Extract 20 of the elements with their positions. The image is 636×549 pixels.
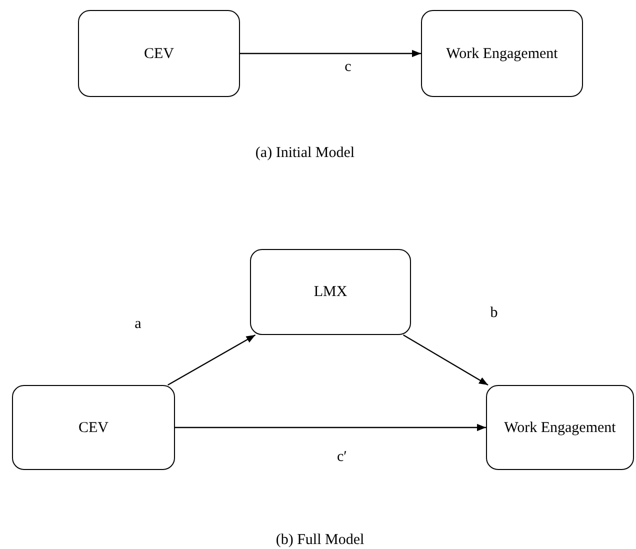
box-label: CEV (144, 44, 174, 64)
process-box (12, 385, 175, 470)
edge-label: c (344, 58, 352, 77)
process-box (250, 249, 411, 335)
edge-label: c′ (337, 448, 347, 467)
process-box (78, 10, 240, 97)
arrow (168, 334, 256, 386)
caption: (b) Full Model (276, 530, 364, 549)
arrow (240, 50, 421, 58)
box-label: Work Engagement (446, 44, 558, 64)
box-label: LMX (314, 283, 348, 302)
arrow (403, 334, 488, 386)
caption: (a) Initial Model (255, 144, 355, 163)
box-label: CEV (78, 418, 108, 438)
arrow (175, 424, 486, 432)
edge-label: a (134, 314, 142, 334)
edge-label: b (490, 304, 498, 323)
box-label: Work Engagement (504, 418, 616, 438)
process-box (421, 10, 583, 97)
process-box (486, 385, 634, 470)
